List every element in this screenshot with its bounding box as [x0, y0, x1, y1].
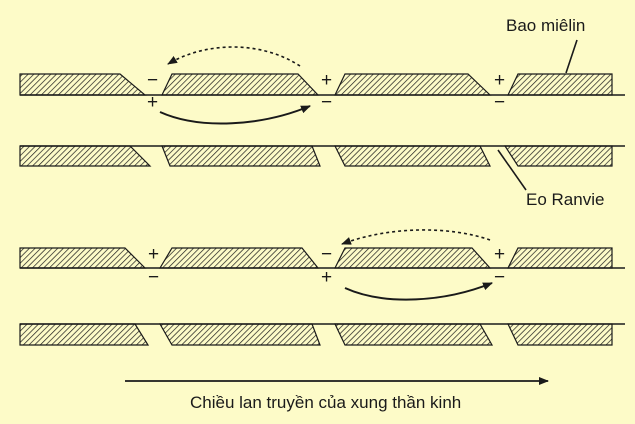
myelin-segment [19, 247, 147, 269]
charge-plus: + [148, 244, 160, 265]
axon-1-upper-membrane [19, 73, 625, 96]
myelin-segment [158, 247, 320, 269]
myelin-segment [507, 323, 613, 346]
charge-minus: − [148, 267, 160, 288]
myelin-segment [161, 145, 321, 167]
axon-2-upper-membrane [19, 247, 625, 269]
myelin-segment [503, 145, 613, 167]
myelin-segment [334, 73, 492, 96]
myelin-segment [334, 323, 494, 346]
axon-2-lower-membrane [19, 323, 625, 346]
ranvier-pointer-line [497, 149, 527, 191]
myelin-segment [19, 323, 150, 346]
node-of-ranvier-label: Eo Ranvie [526, 190, 605, 209]
charge-minus: − [321, 244, 333, 265]
axon-1-lower-membrane [19, 145, 625, 167]
local-current-arrow-solid [159, 105, 311, 125]
myelin-pointer-line [565, 39, 578, 74]
myelin-segment [158, 323, 321, 346]
myelin-segment [334, 247, 492, 269]
charge-plus: + [494, 70, 506, 91]
charge-minus: − [321, 92, 333, 113]
local-current-arrow-dashed [167, 46, 301, 67]
charge-minus: − [494, 92, 506, 113]
myelin-segment [19, 73, 147, 96]
charge-plus: + [321, 267, 333, 288]
propagation-direction-label: Chiều lan truyền của xung thần kinh [190, 393, 462, 412]
charge-minus: − [494, 267, 506, 288]
charge-minus: − [147, 70, 159, 91]
myelin-segment [161, 73, 320, 96]
myelin-sheath-label: Bao miêlin [506, 16, 586, 35]
charge-plus: + [147, 92, 159, 113]
local-current-arrow-solid [344, 282, 493, 301]
myelin-segment [507, 247, 613, 269]
local-current-arrow-dashed [341, 229, 491, 245]
myelin-segment [334, 145, 491, 167]
myelin-segment [19, 145, 152, 167]
myelin-segment [507, 73, 613, 96]
charge-plus: + [494, 244, 506, 265]
charge-plus: + [321, 70, 333, 91]
